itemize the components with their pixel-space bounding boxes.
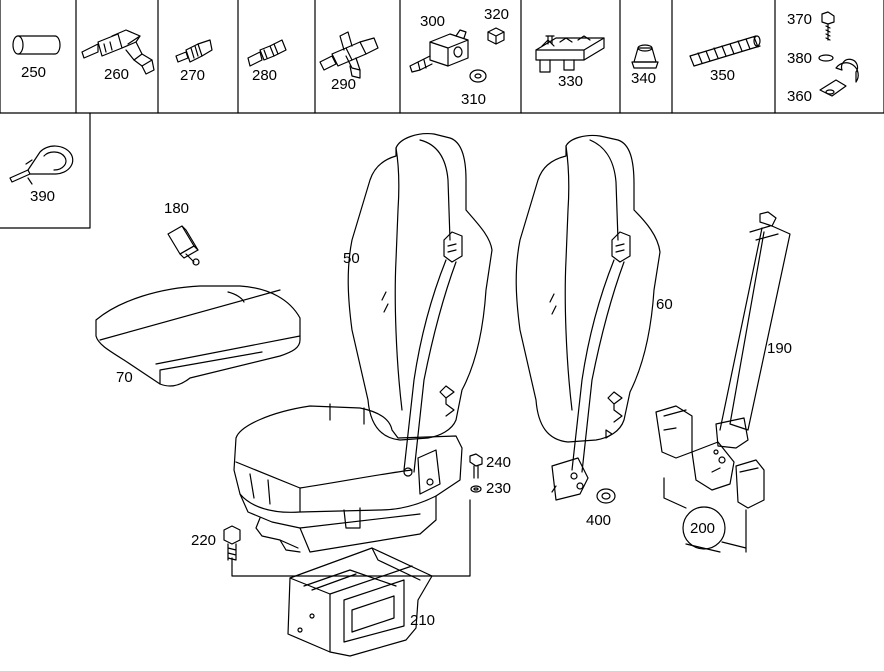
label-330: 330	[558, 73, 584, 90]
header-grid	[0, 0, 884, 229]
seat-assembly-part-50	[233, 133, 493, 553]
callout-220: 220	[191, 532, 217, 549]
callout-230: 230	[486, 480, 512, 497]
label-300: 300	[420, 13, 446, 30]
label-390: 390	[30, 188, 56, 205]
label-360: 360	[787, 88, 813, 105]
buckle-part-180	[167, 225, 200, 266]
label-250: 250	[21, 64, 47, 81]
double-connector-icon	[247, 39, 287, 67]
seat-belt-part-190	[655, 211, 791, 509]
bolt-part-240	[469, 453, 483, 479]
callout-circle-200	[682, 506, 726, 550]
callout-180: 180	[164, 200, 190, 217]
label-320: 320	[484, 6, 510, 23]
hose-sleeve-icon	[12, 35, 61, 55]
label-270: 270	[180, 67, 206, 84]
label-290: 290	[331, 76, 357, 93]
callout-70: 70	[116, 369, 133, 386]
grommet-icon	[631, 44, 659, 69]
label-260: 260	[104, 66, 130, 83]
pipe-clamp-icon	[818, 11, 859, 97]
callout-60: 60	[656, 296, 673, 313]
leader-lines	[231, 477, 747, 577]
grommet-part-400	[596, 488, 616, 504]
label-280: 280	[252, 67, 278, 84]
corrugated-hose-icon	[689, 35, 761, 67]
seat-backrest-part-60	[515, 134, 661, 501]
label-340: 340	[631, 70, 657, 87]
seat-base-part-210	[287, 547, 433, 657]
callout-200: 200	[690, 520, 716, 537]
cable-tie-icon	[9, 145, 74, 185]
straight-connector-icon	[175, 39, 213, 63]
callout-50: 50	[343, 250, 360, 267]
bolt-part-220	[223, 525, 241, 561]
label-350: 350	[710, 67, 736, 84]
valve-block-icon	[409, 27, 505, 83]
callout-210: 210	[410, 612, 436, 629]
washer-part-230	[470, 485, 482, 493]
callout-400: 400	[586, 512, 612, 529]
label-380: 380	[787, 50, 813, 67]
elbow-connector-icon	[81, 29, 155, 75]
callout-240: 240	[486, 454, 512, 471]
callout-190: 190	[767, 340, 793, 357]
label-310: 310	[461, 91, 487, 108]
tee-connector-icon	[319, 31, 379, 79]
manifold-block-icon	[535, 35, 605, 73]
seat-cushion-part-70	[95, 285, 301, 387]
label-370: 370	[787, 11, 813, 28]
